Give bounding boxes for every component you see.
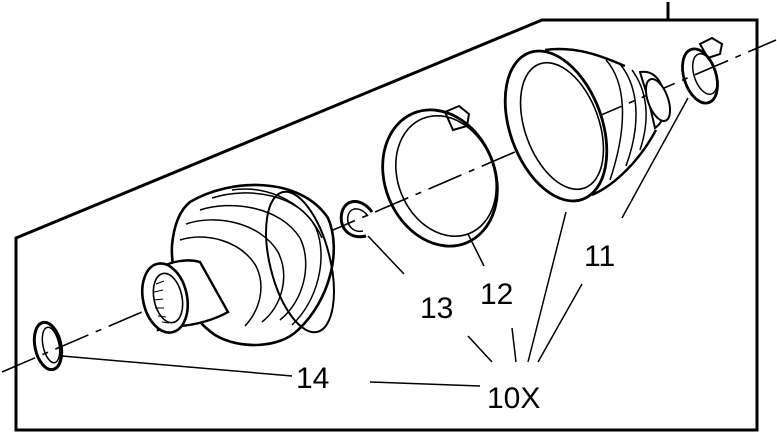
panel-frame	[14, 18, 759, 432]
leader-14	[61, 355, 293, 377]
leader-12	[467, 233, 485, 267]
snap-ring-13	[339, 200, 374, 239]
leader-lines	[61, 97, 689, 387]
callout-12: 12	[480, 278, 513, 311]
leader-11	[621, 97, 689, 219]
callout-13: 13	[420, 292, 453, 325]
boot-clamp-12	[381, 104, 499, 248]
callout-11: 11	[584, 240, 615, 273]
callout-14: 14	[296, 362, 329, 395]
leader-13	[367, 235, 405, 275]
leader-10x-boot	[527, 211, 567, 363]
leader-10x-13	[467, 335, 493, 363]
callout-10x: 10X	[487, 382, 540, 415]
snap-ring-14	[32, 320, 64, 372]
leader-10x-14	[369, 381, 481, 387]
boot-clamp-11	[681, 36, 724, 105]
cv-joint-housing	[140, 183, 336, 347]
cv-boot	[503, 47, 672, 203]
leader-10x-12	[511, 327, 517, 363]
leader-10x-11	[537, 283, 583, 363]
